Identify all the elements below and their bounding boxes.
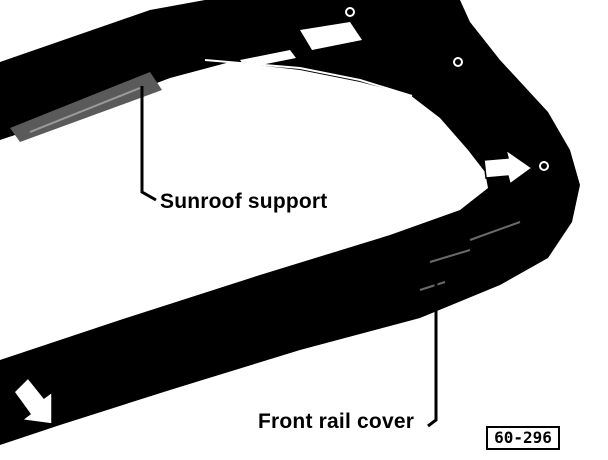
front-rail-cover-leader (427, 280, 438, 428)
mechanism-slot (360, 92, 404, 110)
rail-texture (419, 221, 521, 291)
sunroof-support-texture (29, 87, 141, 133)
fastener-hole (539, 161, 549, 171)
fastener-hole (345, 7, 355, 17)
front-rail-cover-label: Front rail cover (258, 410, 415, 433)
mechanism-bracket (300, 22, 362, 50)
fastener-hole (453, 57, 463, 67)
sunroof-support-leader (140, 86, 157, 202)
figure-number-badge: 60-296 (486, 426, 560, 450)
sunroof-support-label: Sunroof support (160, 190, 328, 213)
arrow-right-icon (483, 148, 534, 186)
rail-edge-highlight (204, 59, 413, 97)
frame-silhouette (0, 0, 580, 445)
arrow-down-left-icon (13, 376, 53, 425)
